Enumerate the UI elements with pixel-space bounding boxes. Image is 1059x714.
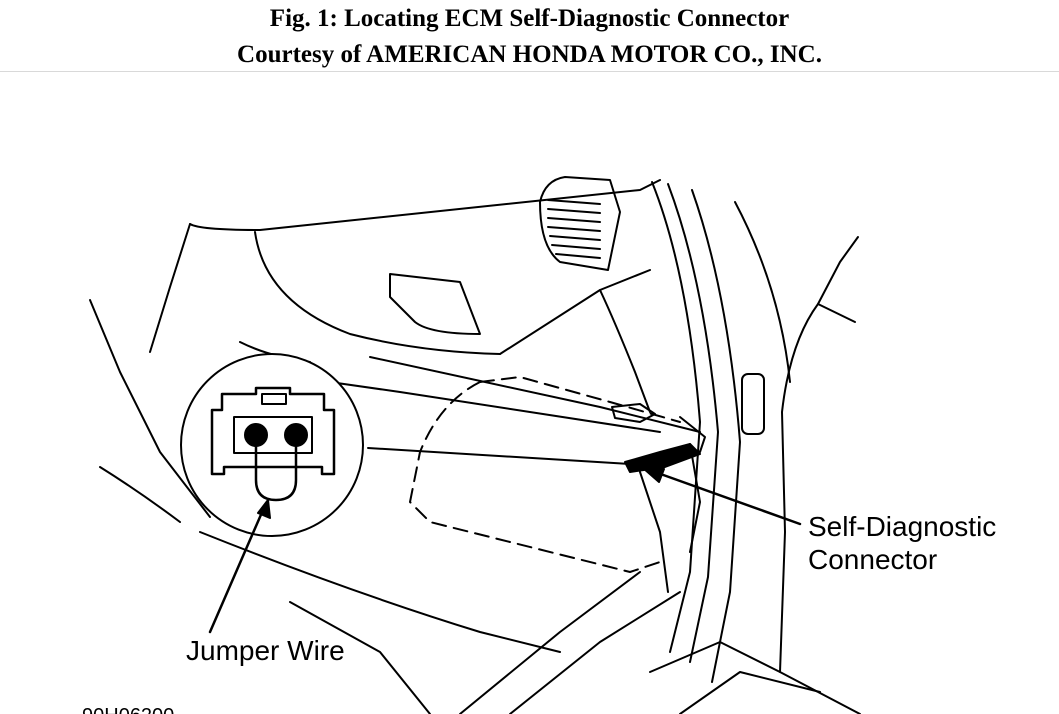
diagram-area: Self-Diagnostic Connector Jumper Wire 90… <box>0 72 1059 714</box>
door-pillar <box>651 181 859 683</box>
connector-detail <box>180 353 364 537</box>
figure-courtesy: Courtesy of AMERICAN HONDA MOTOR CO., IN… <box>237 41 822 68</box>
self-diagnostic-arrow <box>642 467 802 526</box>
wiring-harness <box>639 443 701 593</box>
dashboard-outline <box>89 179 701 523</box>
detail-leader-line <box>367 447 631 465</box>
figure-title: Fig. 1: Locating ECM Self-Diagnostic Con… <box>269 5 790 32</box>
jumper-wire-label: Jumper Wire <box>186 635 345 666</box>
figure-code: 90H06200 <box>82 705 174 714</box>
jumper-wire-arrow <box>208 499 271 634</box>
diagram-illustration: Self-Diagnostic Connector Jumper Wire 90… <box>82 176 996 714</box>
dashboard-vent <box>539 176 621 271</box>
self-diagnostic-label-line1: Self-Diagnostic <box>808 511 996 542</box>
floor-lines <box>199 531 861 714</box>
panel-connector-bracket <box>611 403 706 473</box>
figure-header: Fig. 1: Locating ECM Self-Diagnostic Con… <box>0 0 1059 72</box>
glove-box-handle <box>389 273 481 335</box>
lower-panel-cover <box>409 376 681 573</box>
self-diagnostic-label-line2: Connector <box>808 544 937 575</box>
